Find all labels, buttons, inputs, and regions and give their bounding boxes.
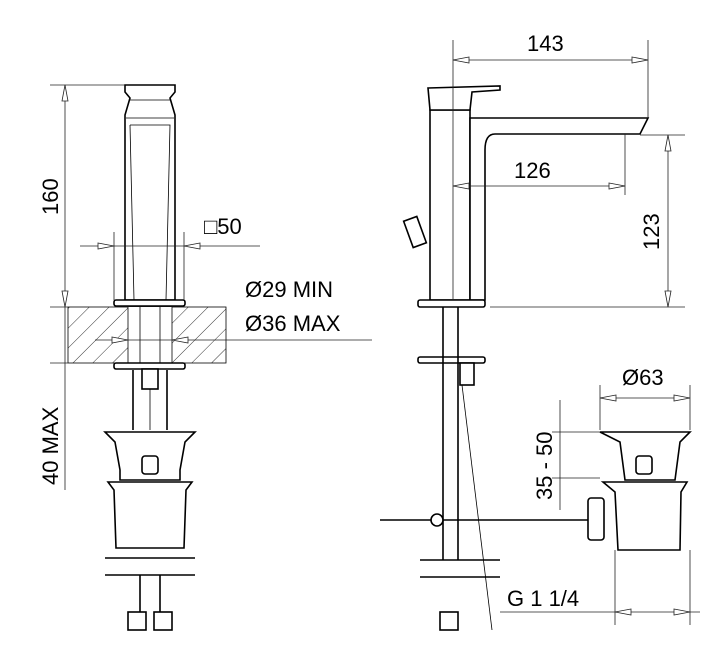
fixing-nut xyxy=(113,362,186,370)
dim-hole-min: Ø29 MIN xyxy=(245,277,333,302)
dim-drain-diameter: Ø63 xyxy=(622,365,664,390)
faucet-body xyxy=(124,84,176,301)
hose-fitting xyxy=(153,611,173,631)
dim-hole-max: Ø36 MAX xyxy=(245,311,341,336)
dim-counter-thickness: 40 MAX xyxy=(38,406,63,485)
lever-handle xyxy=(427,85,501,111)
dim-drain-range: 35 - 50 xyxy=(532,432,557,501)
overflow-connector xyxy=(587,497,605,541)
faucet-body-side xyxy=(429,109,471,301)
dim-spout-height: 123 xyxy=(639,213,664,250)
drain-body xyxy=(106,481,194,549)
spout xyxy=(469,117,650,301)
hose-fitting xyxy=(127,611,147,631)
side-view xyxy=(380,40,700,631)
base-plate-side xyxy=(417,299,486,308)
dim-drain-thread: G 1 1/4 xyxy=(507,586,579,611)
base-plate xyxy=(113,299,186,307)
dim-spout-reach: 143 xyxy=(527,31,564,56)
front-view xyxy=(50,84,372,631)
drain-body-side xyxy=(600,481,689,551)
dim-total-height: 160 xyxy=(38,178,63,215)
popup-lever xyxy=(402,215,428,249)
dim-base-square: □50 xyxy=(204,214,242,239)
dim-spout-inner-reach: 126 xyxy=(514,158,551,183)
